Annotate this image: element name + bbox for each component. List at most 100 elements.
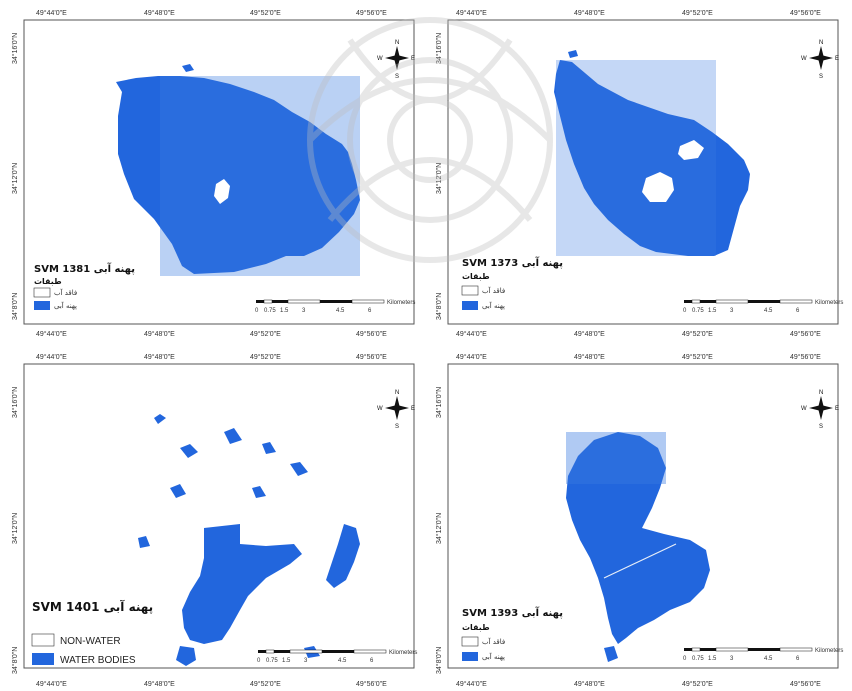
map-title: SVM پهنه آبی 1393 [462,606,563,619]
legend-label-water: WATER BODIES [60,655,136,666]
top-tick-label: 49°48'0"E [574,353,605,361]
compass-n: N [819,40,823,46]
lat-tick-label: 34°8'0"N [435,293,443,320]
legend-swatch-water [462,301,478,310]
north-arrow-compass-icon: N S E W [377,390,415,430]
bottom-tick-label: 49°56'0"E [356,680,387,688]
legend-swatch-nonwater [33,287,51,298]
bottom-tick-label: 49°48'0"E [144,330,175,338]
scale-label: 4.5 [336,308,345,314]
lat-tick-label: 34°12'0"N [435,163,443,194]
bottom-tick-label: 49°48'0"E [144,680,175,688]
scale-label: 6 [796,308,800,314]
map-title: SVM پهنه آبی 1373 [462,256,563,269]
compass-n: N [395,40,399,46]
map-panel-1401: 49°44'0"E 49°48'0"E 49°52'0"E 49°56'0"E … [4,348,424,688]
legend-swatch-nonwater [31,633,55,647]
scale-label: 0.75 [266,658,278,664]
island-shape [214,179,230,204]
bottom-tick-label: 49°52'0"E [250,680,281,688]
lat-tick-label: 34°12'0"N [435,513,443,544]
bottom-tick-label: 49°52'0"E [250,330,281,338]
lat-tick-label: 34°8'0"N [11,293,19,320]
water-speck [224,428,242,444]
map-svg-1373: 49°44'0"E 49°48'0"E 49°52'0"E 49°56'0"E … [435,9,843,338]
top-tick-label: 49°52'0"E [682,9,713,17]
compass-s: S [819,424,823,430]
scale-label: 0 [257,658,261,664]
compass-s: S [395,424,399,430]
lat-tick-label: 34°8'0"N [11,647,19,674]
top-tick-label: 49°48'0"E [574,9,605,17]
legend-swatch-water [32,653,54,665]
water-body-strip [566,432,666,484]
bottom-tick-label: 49°56'0"E [356,330,387,338]
compass-w: W [377,56,383,62]
top-tick-label: 49°44'0"E [456,9,487,17]
island-shape [642,172,674,202]
scale-unit: Kilometers [387,300,415,306]
bottom-tick-label: 49°48'0"E [574,680,605,688]
water-body-shape [326,524,360,588]
top-tick-label: 49°48'0"E [144,9,175,17]
north-arrow-compass-icon: N S E W [377,40,415,80]
lat-tick-label: 34°16'0"N [11,387,19,418]
scale-label: 0 [683,656,687,662]
water-speck [138,536,150,548]
water-speck [568,50,578,58]
lat-tick-label: 34°12'0"N [11,163,19,194]
lat-tick-label: 34°12'0"N [11,513,19,544]
scale-bar: 0 0.75 1.5 3 4.5 6 Kilometers [257,649,417,664]
compass-s: S [819,74,823,80]
compass-s: S [395,74,399,80]
legend-heading: طبقات [34,277,62,286]
scale-unit: Kilometers [815,300,843,306]
top-tick-label: 49°44'0"E [36,9,67,17]
compass-w: W [801,406,807,412]
north-arrow-compass-icon: N S E W [801,40,839,80]
scale-label: 3 [730,308,734,314]
lat-tick-label: 34°16'0"N [435,33,443,64]
legend-swatch-nonwater [461,636,479,647]
scale-bar: 0 0.75 1.5 3 4.5 6 Kilometers [683,299,843,314]
map-svg-1393: 49°44'0"E 49°48'0"E 49°52'0"E 49°56'0"E … [435,353,843,688]
scale-label: 4.5 [764,656,773,662]
map-panel-1373: 49°44'0"E 49°48'0"E 49°52'0"E 49°56'0"E … [428,4,848,344]
scale-label: 0.75 [264,308,276,314]
top-tick-label: 49°44'0"E [36,353,67,361]
scale-label: 6 [370,658,374,664]
scale-label: 0 [255,308,259,314]
water-body-shape [182,524,302,644]
map-panel-1393: 49°44'0"E 49°48'0"E 49°52'0"E 49°56'0"E … [428,348,848,688]
scale-label: 6 [796,656,800,662]
north-arrow-compass-icon: N S E W [801,390,839,430]
bottom-tick-label: 49°44'0"E [456,330,487,338]
top-tick-label: 49°52'0"E [250,353,281,361]
water-speck [252,486,266,498]
top-tick-label: 49°56'0"E [356,353,387,361]
bottom-tick-label: 49°44'0"E [456,680,487,688]
water-speck [182,64,194,72]
scale-unit: Kilometers [815,648,843,654]
scale-label: 4.5 [764,308,773,314]
water-speck [290,462,308,476]
scale-label: 3 [302,308,306,314]
legend-heading: طبقات [462,272,490,281]
scale-label: 1.5 [280,308,289,314]
compass-w: W [377,406,383,412]
lat-tick-label: 34°16'0"N [11,33,19,64]
map-svg-1401: 49°44'0"E 49°48'0"E 49°52'0"E 49°56'0"E … [11,353,417,688]
scale-bar: 0 0.75 1.5 3 4.5 6 Kilometers [683,647,843,662]
legend-label-nonwater: فاقد آب [482,637,505,646]
bottom-tick-label: 49°44'0"E [36,680,67,688]
legend-swatch-water [34,301,50,310]
top-tick-label: 49°44'0"E [456,353,487,361]
scale-label: 3 [730,656,734,662]
causeway-line [603,543,677,579]
compass-w: W [801,56,807,62]
legend-label-nonwater: فاقد آب [482,286,505,295]
legend-label-nonwater: NON-WATER [60,636,121,647]
scale-label: 0 [683,308,687,314]
compass-e: E [411,406,415,412]
water-body-shape [566,432,710,644]
